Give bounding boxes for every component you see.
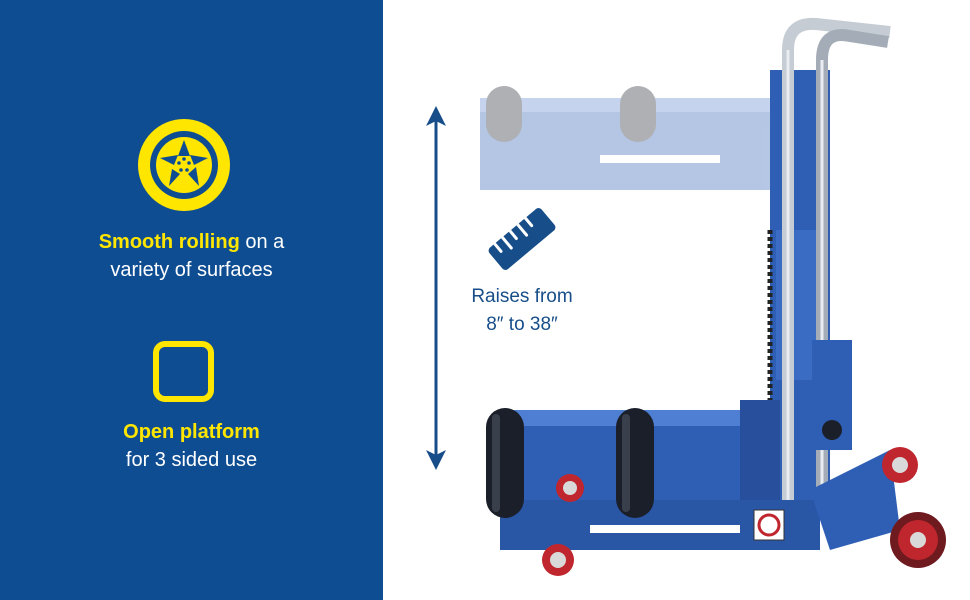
feature-text: on a	[239, 231, 285, 253]
feature-title: Open platform	[123, 421, 260, 443]
square-outline-icon	[153, 341, 214, 402]
feature-open-platform: Open platform for 3 sided use	[0, 418, 383, 474]
feature-text: for 3 sided use	[125, 449, 258, 471]
feature-title: Smooth rolling	[98, 231, 240, 253]
lift-illustration	[480, 17, 946, 576]
feature-smooth-rolling: Smooth rolling on a variety of surfaces	[0, 228, 383, 284]
raise-height-label: Raises from 8″ to 38″	[471, 286, 573, 335]
feature-text: variety of surfaces	[110, 259, 273, 281]
wheel-icon	[138, 119, 230, 211]
height-arrow-icon	[426, 106, 446, 470]
feature-panel: Smooth rolling on a variety of surfaces …	[0, 0, 383, 600]
ruler-icon	[488, 208, 556, 270]
caster-wheel	[542, 447, 946, 576]
raised-platform-ghost	[480, 86, 780, 190]
